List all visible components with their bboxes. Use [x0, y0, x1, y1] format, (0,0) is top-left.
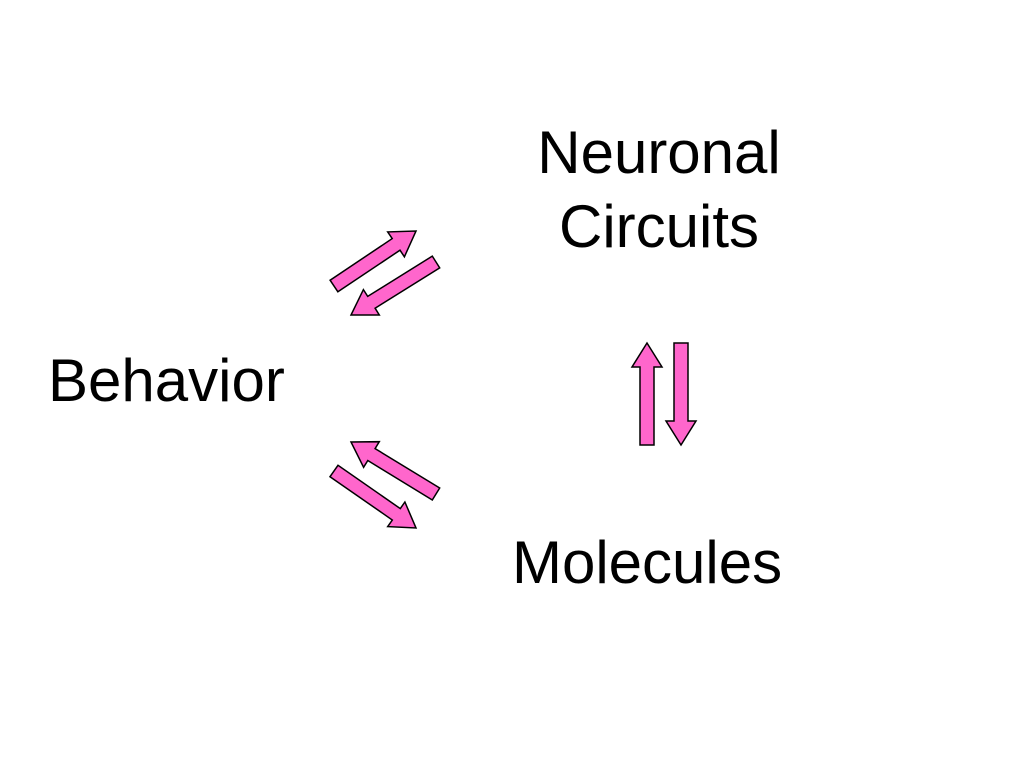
node-neuronal-circuits: Neuronal Circuits — [500, 116, 818, 264]
arrow-behavior-to-circuits — [329, 230, 418, 293]
node-molecules: Molecules — [512, 529, 783, 596]
arrow-behavior-to-molecules — [328, 464, 418, 529]
arrow-circuits-to-behavior — [349, 255, 441, 316]
arrow-circuits-to-molecules — [664, 342, 698, 447]
node-neuronal-circuits-line1: Neuronal — [537, 119, 781, 186]
arrow-molecules-to-behavior — [349, 440, 441, 502]
arrow-molecules-to-circuits — [630, 341, 664, 446]
node-neuronal-circuits-line2: Circuits — [558, 193, 759, 260]
node-behavior: Behavior — [48, 347, 285, 414]
